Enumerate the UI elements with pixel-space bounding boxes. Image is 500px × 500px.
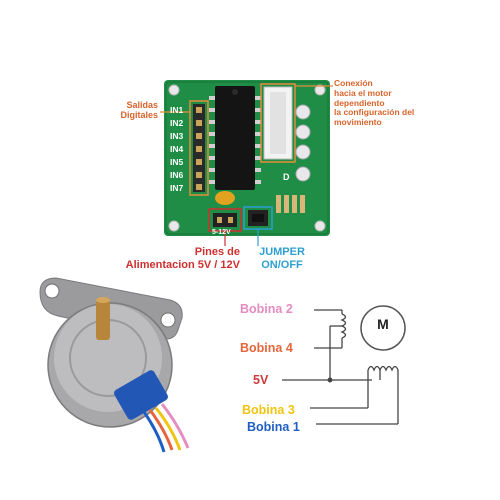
capacitor [215,191,235,205]
motor-symbol [360,305,406,351]
resistors [276,195,305,213]
mounting-hole [168,84,180,96]
bobina-4-label: Bobina 4 [240,341,293,355]
bobina-2-label: Bobina 2 [240,302,293,316]
conexion-motor-label: Conexión hacia el motor dependiento la c… [334,78,415,128]
uln2003-chip [209,86,261,190]
wiring-diagram [282,305,406,425]
conexion-highlight-box [260,83,296,163]
v5-label: 5V [253,373,269,387]
salidas-highlight-box [189,100,209,196]
jumper [248,210,268,226]
mounting-hole [168,220,180,232]
pines-alimentacion-label: Pines de Alimentacion 5V / 12V [125,246,240,271]
jumper-label: JUMPER ON/OFF [259,246,305,271]
pin-label-in5: IN5 [170,157,184,167]
led-indicators [295,104,311,182]
pin-label-in6: IN6 [170,170,184,180]
pin-label-in7: IN7 [170,183,184,193]
power-pins [213,213,237,227]
pin-label-list: IN1 IN2 IN3 IN4 IN5 IN6 IN7 [170,105,183,196]
pin-label-in2: IN2 [170,118,184,128]
pin-label-in1: IN1 [170,105,184,115]
bobina-1-label: Bobina 1 [247,420,300,434]
pin-label-in3: IN3 [170,131,184,141]
stepper-motor-illustration [39,277,190,453]
mounting-hole [314,220,326,232]
mounting-hole [314,84,326,96]
salidas-digitales-label: Salidas Digitales [120,100,158,121]
pin-label-in4: IN4 [170,144,184,154]
silk-voltage: 5-12V [212,229,231,236]
motor-connector [263,86,293,160]
bobina-3-label: Bobina 3 [242,403,295,417]
silk-d: D [283,172,290,182]
motor-letter: M [377,316,389,332]
input-header [193,104,205,192]
